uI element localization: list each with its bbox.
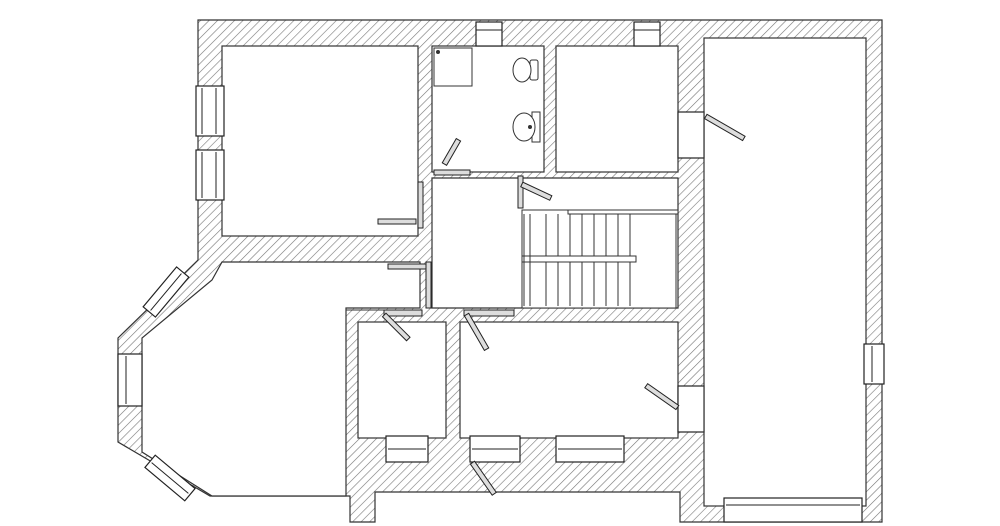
rooms xyxy=(141,37,867,507)
door-south-center xyxy=(463,309,515,352)
opening-east-upper xyxy=(677,111,705,159)
window-west-lower xyxy=(195,149,225,201)
window-bay-north xyxy=(142,266,190,318)
shower-tray-icon xyxy=(433,47,473,87)
room-bedroom-northwest xyxy=(221,45,419,237)
windows xyxy=(117,21,885,523)
window-west-upper xyxy=(195,85,225,137)
window-east-room-south xyxy=(723,497,863,523)
window-south-small-room xyxy=(385,435,429,463)
door-bedroom-northwest xyxy=(377,181,424,229)
window-south-center-right xyxy=(555,435,625,463)
window-south-center-left xyxy=(469,435,521,463)
vent-north-left xyxy=(475,21,503,47)
doors xyxy=(377,113,746,496)
door-small-south xyxy=(381,309,423,342)
door-living-room xyxy=(387,261,432,309)
vent-north-right xyxy=(633,21,661,47)
room-north-center xyxy=(555,45,679,173)
room-south-center xyxy=(459,321,679,439)
toilet-icon xyxy=(512,57,539,83)
opening-east-lower xyxy=(677,385,705,433)
room-long-east xyxy=(703,37,867,507)
door-east-room-lower xyxy=(644,383,680,411)
room-small-south xyxy=(357,321,447,439)
staircase-icon xyxy=(521,209,679,309)
door-east-room-upper xyxy=(703,113,746,142)
door-stair-top xyxy=(517,175,553,209)
window-bay-west xyxy=(117,353,143,407)
door-bathroom xyxy=(433,137,471,176)
window-east xyxy=(863,343,885,385)
washbasin-icon xyxy=(512,111,541,143)
door-south-exterior xyxy=(469,460,497,496)
room-living-bay xyxy=(141,261,421,497)
window-bay-south xyxy=(144,454,196,502)
